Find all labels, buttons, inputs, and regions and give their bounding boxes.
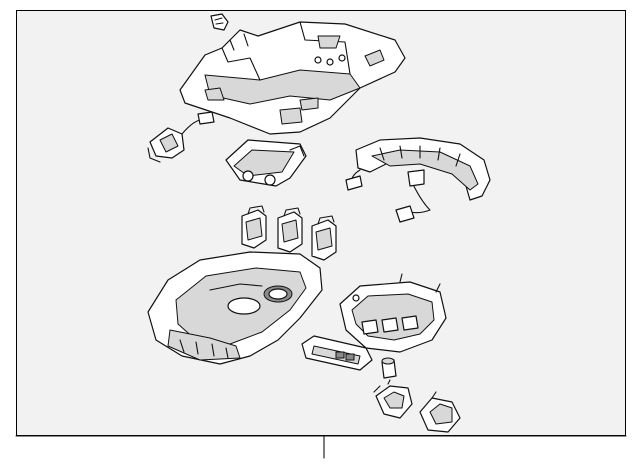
lens-panel-part	[301, 335, 373, 371]
wire-connector-part	[147, 111, 215, 163]
small-console-part	[339, 273, 447, 353]
module-housing-part	[225, 139, 307, 187]
lamp-lens-part-2	[419, 391, 461, 433]
curved-harness-part	[345, 137, 491, 223]
overhead-console-part	[147, 251, 323, 365]
switch-part-3	[311, 215, 337, 261]
switch-part-2	[277, 207, 303, 253]
headliner-bracket-part	[179, 21, 406, 135]
clip-part	[210, 13, 229, 31]
bulb-part	[381, 357, 397, 379]
switch-part-1	[241, 205, 267, 249]
lamp-lens-part-1	[373, 379, 413, 419]
